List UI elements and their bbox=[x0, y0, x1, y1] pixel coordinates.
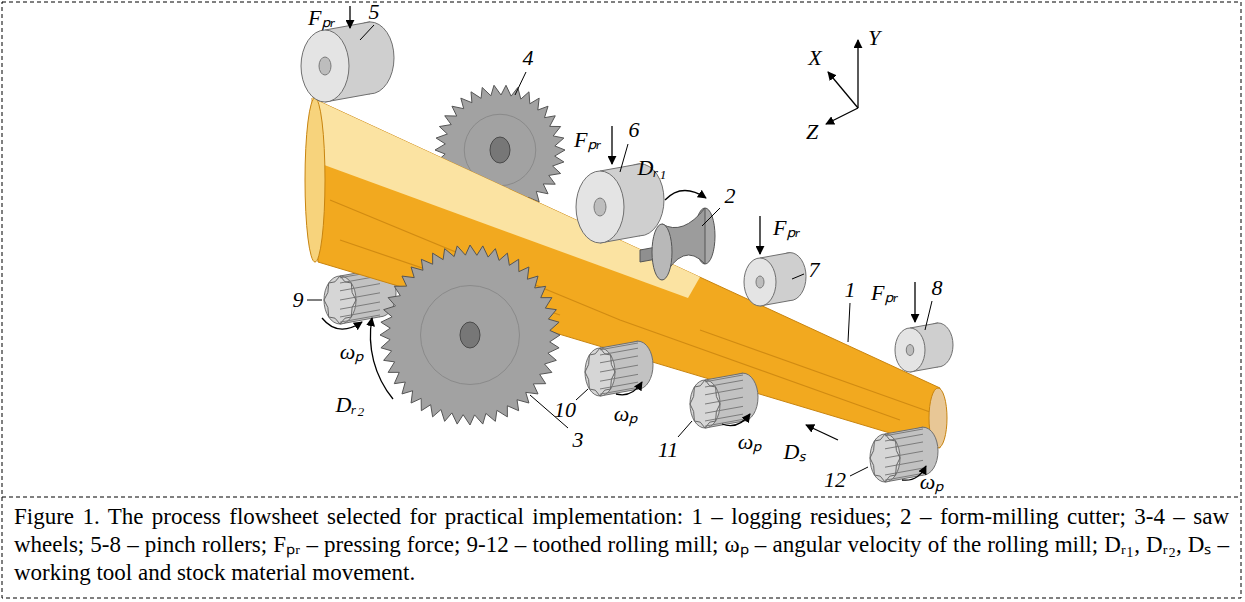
motion-label: Dᵣ₂ bbox=[336, 394, 365, 416]
axis-label: X bbox=[808, 47, 821, 69]
pinch-roller-hub bbox=[594, 198, 606, 216]
callout-number: 8 bbox=[932, 277, 943, 299]
caption-separator bbox=[2, 497, 1241, 498]
callout-number: 3 bbox=[573, 429, 584, 451]
leader-line bbox=[702, 208, 720, 226]
pinch-roller-hub bbox=[756, 276, 764, 288]
leader-line bbox=[576, 389, 588, 400]
callout-number: 7 bbox=[809, 259, 820, 281]
log-body bbox=[312, 98, 940, 448]
toothed-roll-face bbox=[324, 276, 356, 324]
axis-label: Y bbox=[868, 27, 880, 49]
callout-number: 12 bbox=[824, 469, 846, 491]
toothed-roll-teeth bbox=[885, 429, 923, 480]
velocity-label: ωₚ bbox=[738, 431, 763, 453]
motion-label: Dᵣ₁ bbox=[638, 157, 667, 179]
callout-number: 9 bbox=[293, 289, 304, 311]
pinch-roller-front bbox=[895, 328, 925, 372]
pinch-roller-front bbox=[744, 258, 776, 306]
leader-line bbox=[848, 303, 850, 342]
leader-line bbox=[620, 144, 628, 172]
toothed-roll-face bbox=[870, 434, 900, 482]
saw-wheel-hub bbox=[490, 137, 510, 163]
leader-line bbox=[307, 300, 322, 301]
force-label: Fₚᵣ bbox=[308, 7, 336, 29]
rotation-arrow bbox=[665, 190, 706, 200]
leader-line bbox=[792, 274, 804, 279]
toothed-roll-teeth bbox=[705, 375, 743, 426]
pinch-roller-hub bbox=[319, 57, 331, 75]
leader-line bbox=[925, 301, 932, 330]
saw-wheel-ring bbox=[421, 286, 520, 385]
force-arrow bbox=[611, 126, 612, 164]
axis-arrow bbox=[828, 72, 858, 108]
force-label: Fₚᵣ bbox=[871, 282, 899, 304]
rotation-arrow bbox=[322, 318, 362, 329]
pinch-roller-front bbox=[576, 171, 624, 243]
leader-line bbox=[360, 25, 374, 40]
leader-line bbox=[678, 421, 692, 437]
force-label: Fₚᵣ bbox=[773, 217, 801, 239]
pinch-roller-front bbox=[301, 30, 349, 102]
callout-number: 2 bbox=[725, 185, 736, 207]
toothed-roll-face bbox=[690, 380, 720, 428]
rotation-arrow bbox=[722, 414, 750, 426]
force-arrow bbox=[349, 6, 350, 28]
rotation-arrow bbox=[616, 382, 642, 395]
saw-wheel-hub bbox=[460, 322, 480, 348]
feed-arrow bbox=[806, 425, 838, 440]
force-label: Fₚᵣ bbox=[574, 129, 602, 151]
axis-label: Z bbox=[806, 121, 818, 143]
velocity-label: ωₚ bbox=[920, 471, 945, 493]
force-arrow bbox=[759, 216, 760, 254]
axis-arrow bbox=[857, 40, 858, 108]
figure-caption: Figure 1. The process flowsheet selected… bbox=[14, 503, 1229, 587]
log-end-left bbox=[305, 98, 325, 262]
callout-number: 4 bbox=[523, 47, 534, 69]
toothed-roll-face bbox=[585, 348, 615, 396]
toothed-roll-teeth bbox=[600, 343, 638, 394]
leader-line bbox=[850, 467, 868, 476]
axis-arrow bbox=[826, 108, 858, 124]
illustration bbox=[301, 6, 953, 482]
rotation-arrow bbox=[370, 318, 393, 399]
callout-number: 6 bbox=[629, 119, 640, 141]
callout-number: 10 bbox=[554, 399, 576, 421]
motion-label: Dₛ bbox=[784, 441, 807, 463]
callout-number: 1 bbox=[845, 279, 856, 301]
velocity-label: ωₚ bbox=[614, 403, 639, 425]
pinch-roller-hub bbox=[906, 345, 914, 356]
velocity-label: ωₚ bbox=[340, 341, 365, 363]
force-arrow bbox=[914, 282, 915, 322]
leader-line bbox=[515, 72, 526, 95]
callout-number: 5 bbox=[369, 1, 380, 23]
cutter-flange bbox=[652, 224, 672, 280]
callout-number: 11 bbox=[658, 439, 678, 461]
